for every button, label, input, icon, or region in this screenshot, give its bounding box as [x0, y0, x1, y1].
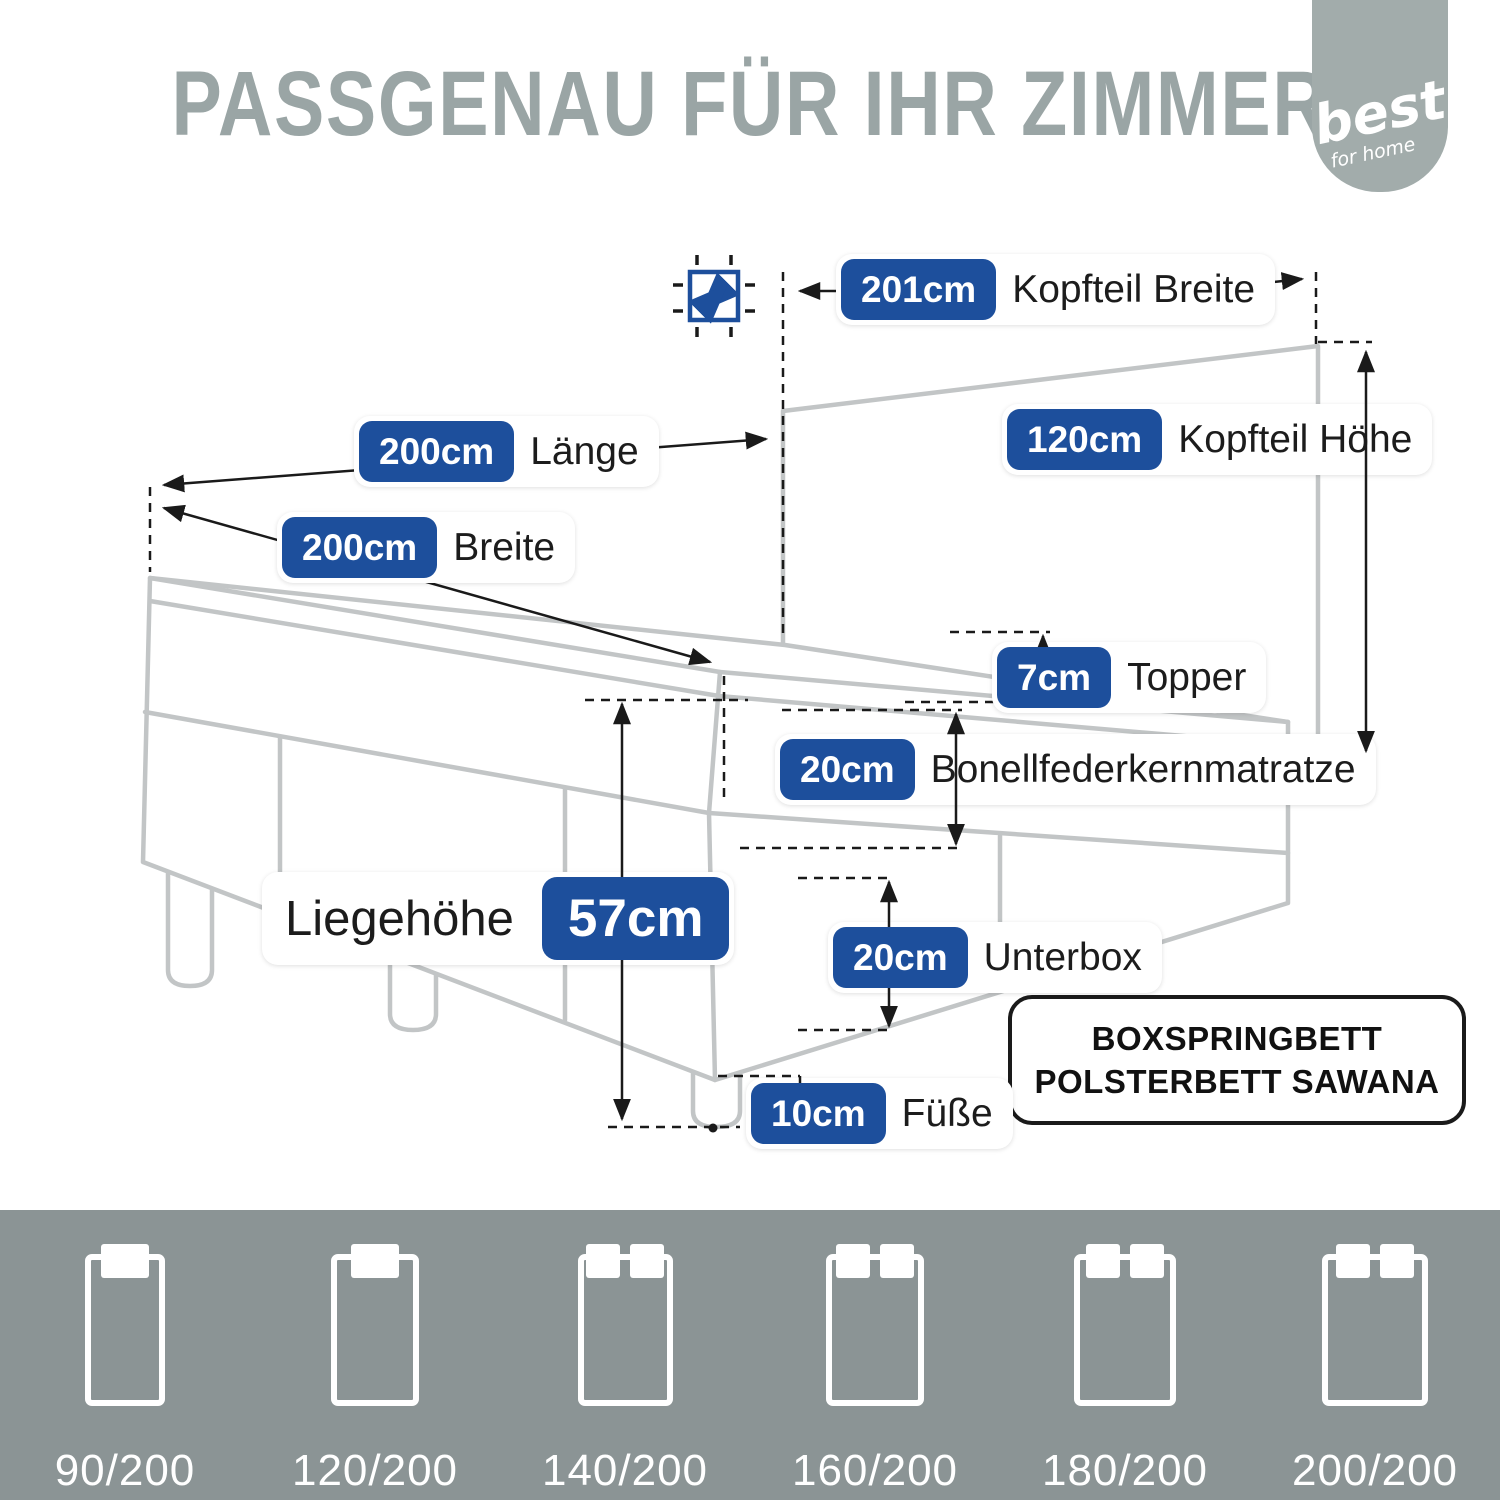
bed-size-label: 160/200 — [791, 1446, 959, 1495]
dimension-breite: 200cm Breite — [277, 512, 576, 583]
bed-foot-front — [690, 1045, 743, 1130]
dimension-kopfteil_hoehe: 120cm Kopfteil Höhe — [1002, 404, 1433, 475]
dimension-value-badge: 200cm — [282, 517, 438, 578]
bed-size-label: 120/200 — [291, 1446, 459, 1495]
brand-logo: best for home — [1308, 0, 1452, 192]
dimension-kopfteil_breite: 201cm Kopfteil Breite — [836, 254, 1276, 325]
bed-size-icon — [1074, 1244, 1176, 1406]
dimension-label: Kopfteil Breite — [1012, 267, 1256, 311]
bed-frame-shape — [826, 1254, 924, 1406]
dimension-label: Bonellfederkernmatratze — [930, 747, 1356, 791]
dimension-topper: 7cm Topper — [992, 642, 1267, 713]
bed-size-160-200: 160/200 — [750, 1210, 1000, 1500]
dimension-value-badge: 57cm — [541, 877, 730, 960]
dimension-prefix: Liegehöhe — [285, 891, 514, 946]
dimension-bonell: 20cm Bonellfederkernmatratze — [775, 734, 1376, 805]
bed-size-icon — [85, 1244, 165, 1406]
bed-size-icon — [577, 1244, 673, 1406]
bed-size-label: 90/200 — [54, 1446, 196, 1495]
pillow-shape — [1086, 1244, 1120, 1278]
pillow-shape — [101, 1244, 149, 1278]
pillow-shape — [1380, 1244, 1414, 1278]
dimension-value-badge: 20cm — [833, 927, 968, 988]
resize-icon — [673, 255, 755, 337]
dimension-unterbox: 20cm Unterbox — [828, 922, 1162, 993]
dimension-value-badge: 10cm — [751, 1083, 886, 1144]
bed-frame-shape — [1322, 1254, 1428, 1406]
pillow-shape — [880, 1244, 914, 1278]
bed-size-icon — [331, 1244, 419, 1406]
bed-size-icon — [826, 1244, 924, 1406]
dimension-label: Topper — [1127, 655, 1247, 699]
pillow-shape — [586, 1244, 620, 1278]
dimension-label: Breite — [453, 525, 556, 569]
bed-size-icon — [1322, 1244, 1428, 1406]
bed-size-120-200: 120/200 — [250, 1210, 500, 1500]
product-name-line2: POLSTERBETT SAWANA — [1034, 1063, 1440, 1100]
dimension-liegehoehe: Liegehöhe 57cm — [262, 872, 735, 965]
bed-size-label: 180/200 — [1041, 1446, 1209, 1495]
dimension-label: Füße — [901, 1091, 993, 1135]
pillow-shape — [1130, 1244, 1164, 1278]
pillow-shape — [630, 1244, 664, 1278]
bed-size-200-200: 200/200 — [1250, 1210, 1500, 1500]
bed-foot-left — [165, 859, 215, 989]
product-name-line1: BOXSPRINGBETT — [1091, 1020, 1383, 1057]
dimension-value-badge: 120cm — [1007, 409, 1163, 470]
bed-size-90-200: 90/200 — [0, 1210, 250, 1500]
size-options-strip: 90/200 120/200 140/200 160/200 180/200 200/20… — [0, 1210, 1500, 1500]
dimension-label: Kopfteil Höhe — [1178, 417, 1413, 461]
dimension-value-badge: 20cm — [780, 739, 915, 800]
dimension-fuesse: 10cm Füße — [746, 1078, 1013, 1149]
pillow-shape — [1336, 1244, 1370, 1278]
bed-size-label: 200/200 — [1291, 1446, 1459, 1495]
pillow-shape — [351, 1244, 399, 1278]
foot-base-dot — [708, 1123, 718, 1133]
bed-size-140-200: 140/200 — [500, 1210, 750, 1500]
dimension-value-badge: 201cm — [841, 259, 997, 320]
pillow-shape — [836, 1244, 870, 1278]
bed-frame-shape — [1074, 1254, 1176, 1406]
bed-size-label: 140/200 — [541, 1446, 709, 1495]
bed-size-180-200: 180/200 — [1000, 1210, 1250, 1500]
bed-frame-shape — [577, 1254, 673, 1406]
dimension-laenge: 200cm Länge — [354, 416, 659, 487]
product-name-box: BOXSPRINGBETT POLSTERBETT SAWANA — [1008, 995, 1466, 1125]
page-title: PASSGENAU FÜR IHR ZIMMER — [171, 53, 1329, 155]
dimension-label: Unterbox — [983, 935, 1142, 979]
dimension-value-badge: 200cm — [359, 421, 515, 482]
dimension-label: Länge — [530, 429, 639, 473]
dimension-value-badge: 7cm — [997, 647, 1112, 708]
